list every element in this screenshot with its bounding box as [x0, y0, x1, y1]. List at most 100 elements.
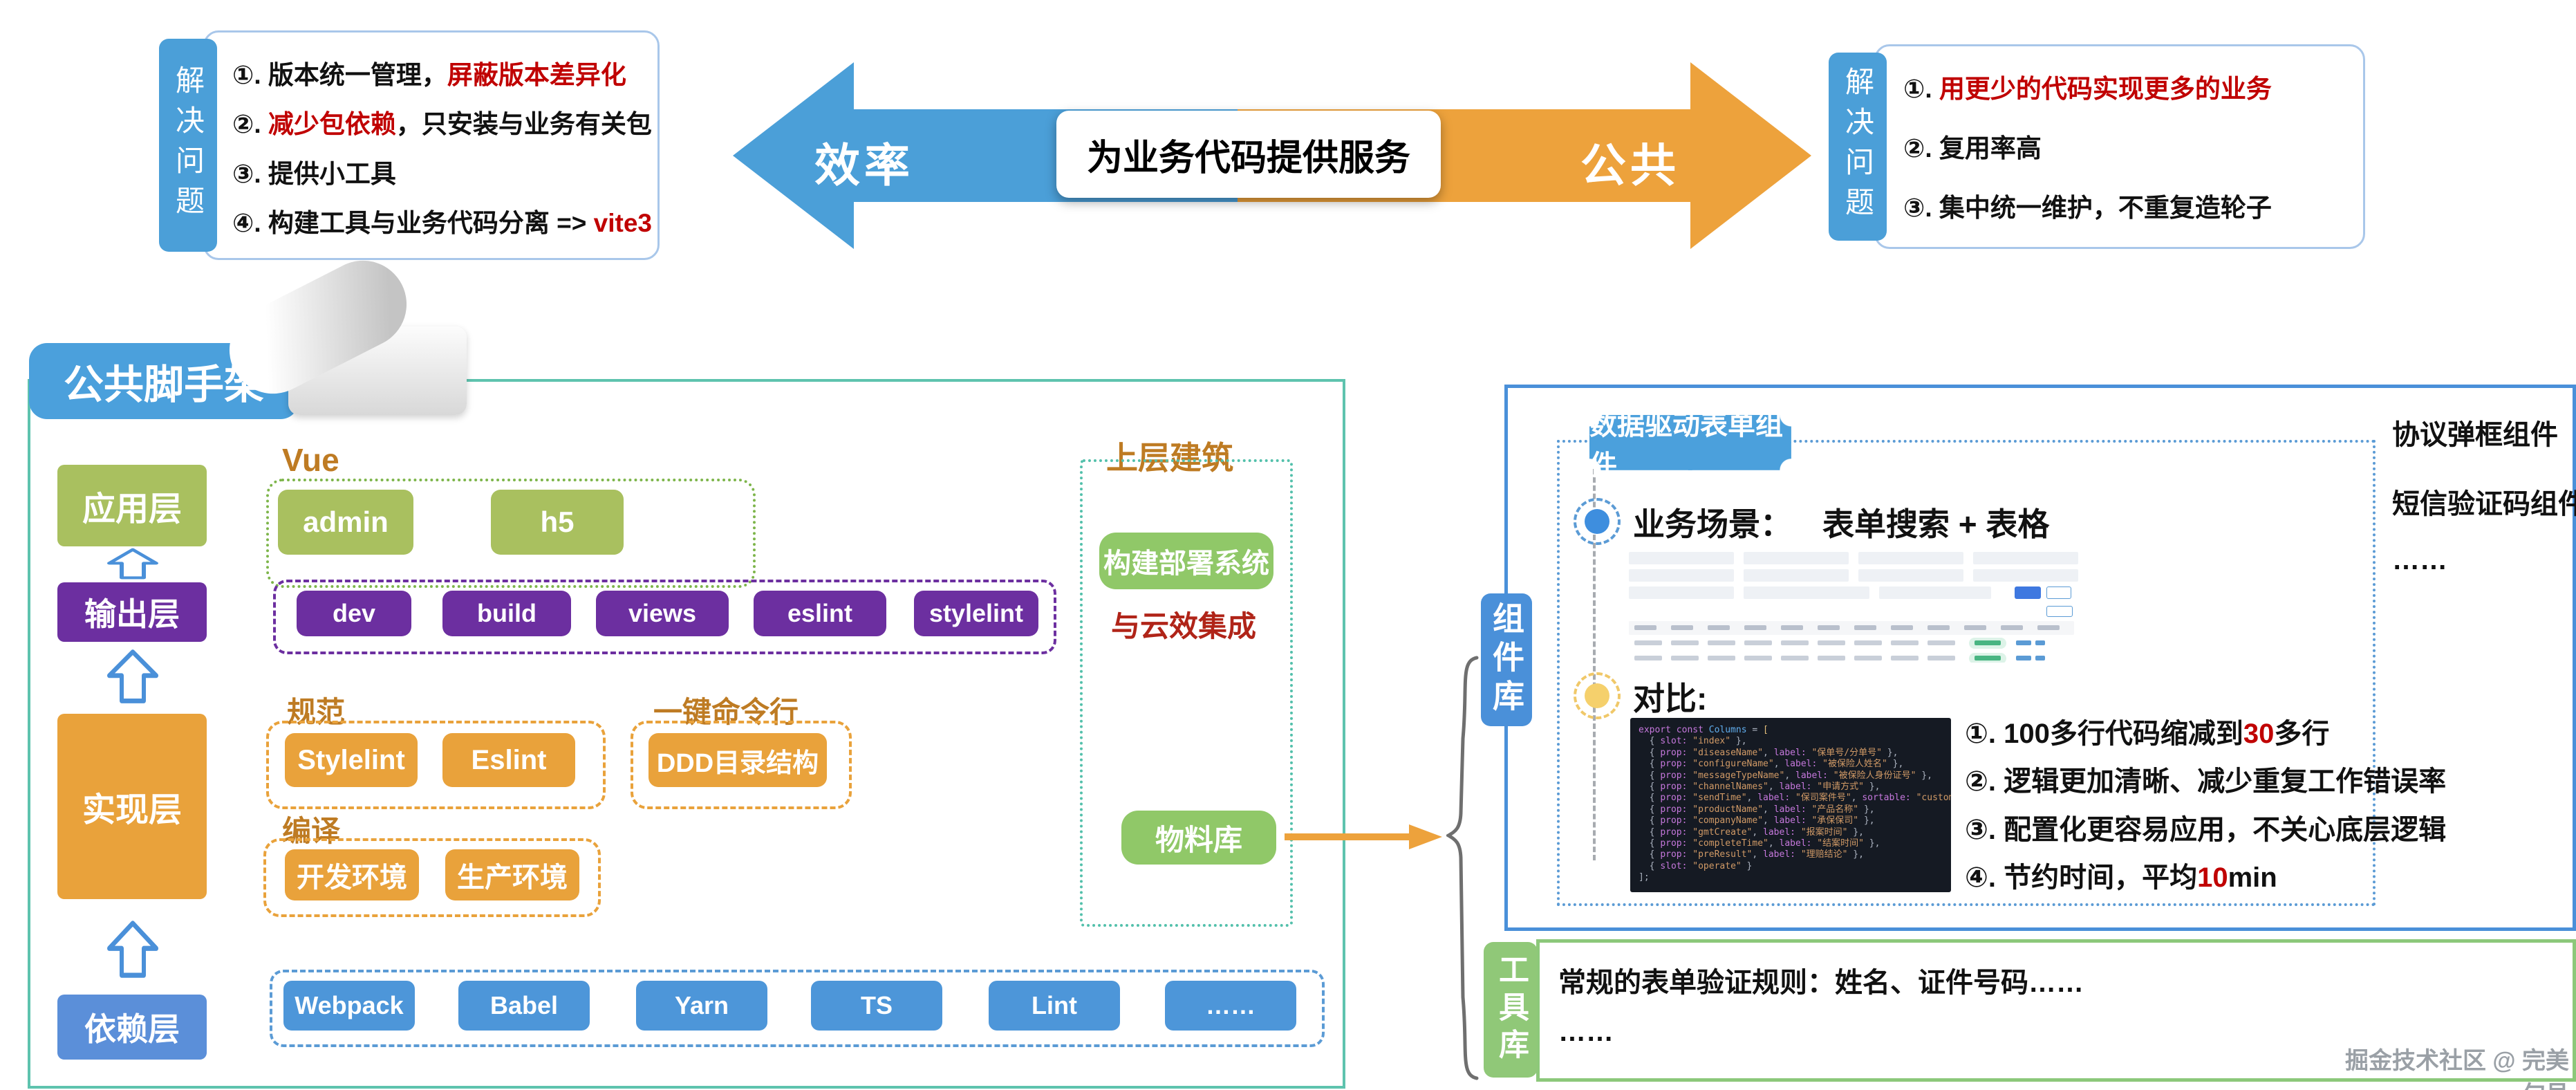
spec-button-eslint: Eslint	[442, 733, 575, 787]
screenshot-skeleton-block	[1781, 640, 1809, 645]
scenario-label: 业务场景：	[1633, 506, 1792, 542]
screenshot-skeleton-block	[1973, 552, 2078, 564]
screenshot-skeleton-block	[2037, 625, 2060, 630]
screenshot-skeleton-block	[1744, 640, 1772, 645]
screenshot-skeleton-block	[2035, 640, 2045, 645]
right-problem-panel	[1874, 44, 2365, 249]
cloud-integration-note: 与云效集成	[1110, 610, 1256, 643]
curly-brace	[1446, 656, 1479, 1080]
cmd-button-build: build	[442, 591, 571, 636]
screenshot-skeleton-block	[1744, 586, 1869, 599]
scenario-bullet-icon	[1574, 498, 1621, 545]
dependency-row-box	[270, 970, 1325, 1047]
upper-structure-label: 上层建筑	[1106, 440, 1233, 476]
extra-component: 短信验证码组件	[2392, 489, 2576, 519]
data-driven-form-badge: 数据驱动表单组件	[1589, 410, 1791, 481]
screenshot-skeleton-block	[1818, 656, 1845, 661]
vue-group-box	[266, 479, 756, 588]
tool-rule-line: 常规的表单验证规则：姓名、证件号码……	[1558, 968, 2084, 998]
compare-label: 对比:	[1633, 681, 1708, 717]
material-library-button: 物料库	[1121, 811, 1276, 865]
vue-group-label: Vue	[282, 442, 339, 478]
screenshot-skeleton-block	[1975, 656, 2001, 661]
screenshot-skeleton-block	[1708, 640, 1735, 645]
dep-button-more: ……	[1165, 981, 1296, 1031]
common-arrow-right	[1238, 62, 1811, 249]
screenshot-skeleton-block	[1928, 625, 1950, 630]
left-problem-panel	[203, 30, 660, 260]
up-arrow-icon	[107, 548, 158, 580]
problem-item: ①. 版本统一管理，屏蔽版本差异化	[232, 61, 626, 89]
center-service-box: 为业务代码提供服务	[1056, 111, 1441, 198]
up-arrow-icon	[107, 649, 158, 703]
paper-scroll-graphic	[214, 246, 467, 418]
benefit-item: ③. 配置化更容易应用，不关心底层逻辑	[1965, 814, 2447, 845]
cmd-button-dev: dev	[297, 591, 411, 636]
screenshot-skeleton-block	[1858, 552, 1963, 564]
efficiency-common-arrows	[733, 62, 1811, 249]
screenshot-skeleton-block	[2001, 625, 2023, 630]
compile-group-box	[263, 838, 601, 917]
tool-library-panel	[1536, 939, 2576, 1082]
efficiency-arrow-label: 效率	[814, 140, 914, 191]
screenshot-skeleton-block	[1671, 625, 1693, 630]
screenshot-skeleton-block	[1858, 569, 1963, 582]
efficiency-arrow-left	[733, 62, 1238, 249]
problem-item: ③. 集中统一维护，不重复造轮子	[1903, 194, 2272, 222]
screenshot-skeleton-block	[1744, 625, 1766, 630]
layer-application: 应用层	[57, 465, 207, 546]
upper-structure-box	[1080, 459, 1293, 927]
problem-item: ③. 提供小工具	[232, 159, 396, 188]
screenshot-skeleton-block	[1975, 640, 2001, 645]
screenshot-skeleton-block	[1634, 625, 1656, 630]
screenshot-skeleton-block	[2016, 640, 2031, 645]
dep-button-ts: TS	[811, 981, 942, 1031]
left-problem-box: 解决问题 ①. 版本统一管理，屏蔽版本差异化 ②. 减少包依赖，只安装与业务有关…	[159, 30, 660, 260]
screenshot-skeleton-block	[1708, 656, 1735, 661]
common-arrow-label: 公共	[1580, 140, 1680, 191]
scenario-line: 业务场景： 表单搜索 + 表格	[1633, 499, 2049, 545]
screenshot-skeleton-block	[1744, 569, 1849, 582]
screenshot-skeleton-block	[1928, 656, 1955, 661]
benefit-item: ②. 逻辑更加清晰、减少重复工作错误率	[1965, 766, 2447, 797]
problem-item: ①. 用更少的代码实现更多的业务	[1903, 75, 2272, 103]
benefit-item: ④. 节约时间，平均10min	[1965, 862, 2277, 893]
app-button-admin: admin	[278, 490, 413, 555]
screenshot-skeleton-block	[1629, 569, 1734, 582]
compile-group-label: 编译	[282, 815, 341, 847]
screenshot-skeleton-block	[2016, 656, 2031, 661]
cli-group-box	[631, 721, 852, 809]
problem-item: ②. 减少包依赖，只安装与业务有关包	[232, 110, 652, 139]
screenshot-skeleton-block	[1891, 640, 1919, 645]
screenshot-skeleton-block	[2035, 656, 2045, 661]
screenshot-skeleton-block	[1634, 656, 1662, 661]
spec-group-box	[266, 721, 606, 809]
screenshot-skeleton-block	[1744, 552, 1849, 564]
screenshot-skeleton-block	[1928, 640, 1955, 645]
scenario-value: 表单搜索 + 表格	[1822, 506, 2050, 542]
screenshot-skeleton-block	[1671, 656, 1699, 661]
screenshot-skeleton-block	[1781, 625, 1803, 630]
screenshot-skeleton-block	[2046, 586, 2071, 599]
right-problem-side-label: 解决问题	[1829, 53, 1887, 241]
problem-item: ④. 构建工具与业务代码分离 => vite3	[232, 208, 653, 237]
screenshot-skeleton-block	[1671, 640, 1699, 645]
extra-components-list: 协议弹框组件 短信验证码组件 ……	[2392, 412, 2576, 576]
app-button-h5: h5	[491, 490, 624, 555]
tool-more-line: ……	[1558, 1017, 1614, 1047]
screenshot-skeleton-block	[1854, 640, 1882, 645]
benefit-list: ①. 100多行代码缩减到30多行 ②. 逻辑更加清晰、减少重复工作错误率 ③.…	[1965, 711, 2447, 895]
columns-code-block: export const Columns = [ { slot: "index"…	[1630, 718, 1951, 892]
benefit-item: ①. 100多行代码缩减到30多行	[1965, 719, 2330, 749]
extra-component: 协议弹框组件	[2392, 420, 2558, 450]
scaffold-panel-border	[28, 379, 1345, 1089]
screenshot-skeleton-block	[1818, 640, 1845, 645]
screenshot-skeleton-block	[1629, 552, 1734, 564]
screenshot-skeleton-block	[1629, 621, 2074, 635]
problem-item: ②. 复用率高	[1903, 134, 2042, 163]
screenshot-skeleton-block	[1854, 625, 1876, 630]
compare-bullet-icon	[1574, 672, 1621, 719]
layer-implementation: 实现层	[57, 714, 207, 899]
screenshot-skeleton-block	[2046, 606, 2073, 617]
